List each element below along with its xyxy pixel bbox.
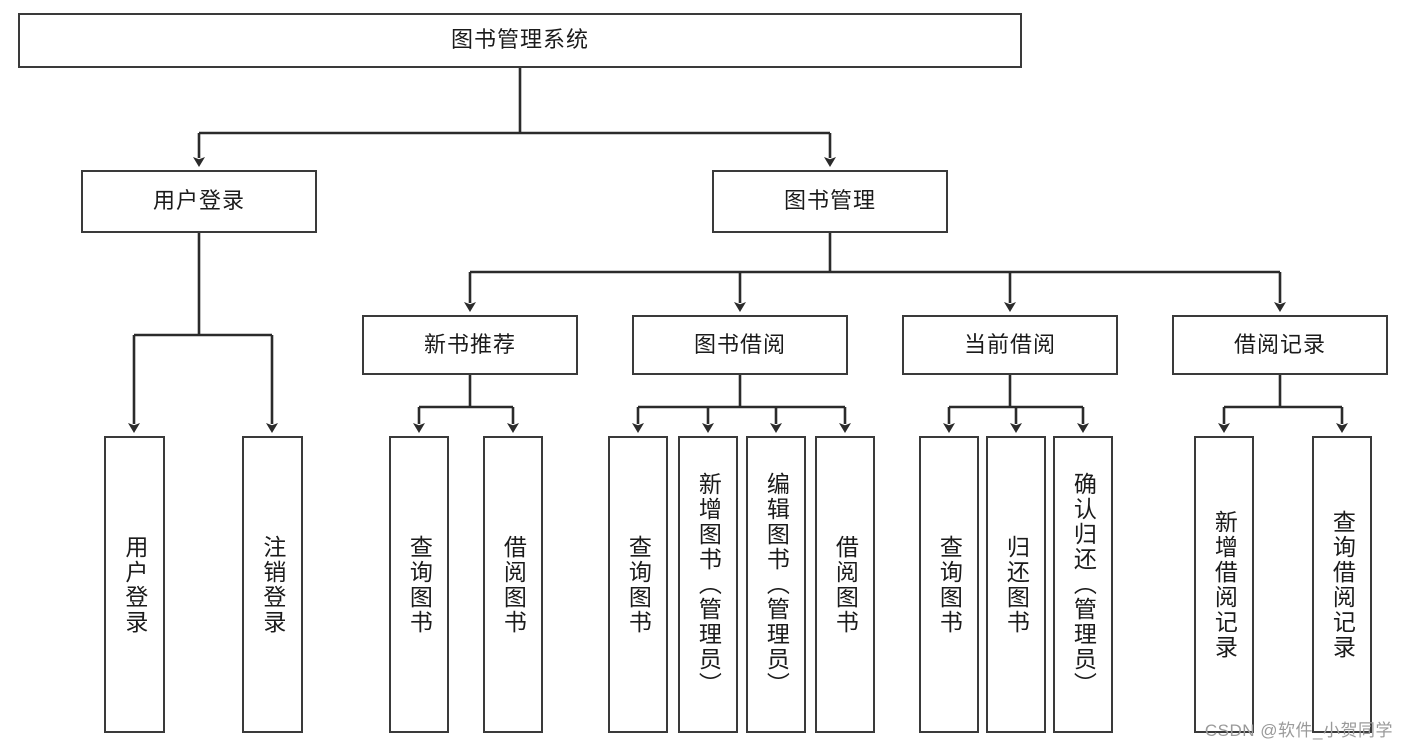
- leaf-query-book-borrow[interactable]: 查询图书: [608, 436, 668, 733]
- node-root-label: 图书管理系统: [450, 27, 589, 53]
- node-book-management[interactable]: 图书管理: [712, 170, 948, 233]
- leaf-edit-book-admin[interactable]: 编辑图书（管理员）: [746, 436, 806, 733]
- leaf-return-book-label: 归还图书: [1003, 534, 1030, 635]
- node-book-borrow[interactable]: 图书借阅: [632, 315, 848, 375]
- leaf-borrow-book[interactable]: 借阅图书: [815, 436, 875, 733]
- node-book-management-label: 图书管理: [783, 188, 876, 214]
- leaf-add-book-admin-label: 新增图书（管理员）: [695, 472, 722, 697]
- leaf-logout-label: 注销登录: [259, 534, 286, 635]
- leaf-user-login-label: 用户登录: [121, 534, 148, 635]
- leaf-query-book-current-label: 查询图书: [936, 534, 963, 635]
- leaf-query-book-current[interactable]: 查询图书: [919, 436, 979, 733]
- node-current-borrow[interactable]: 当前借阅: [902, 315, 1118, 375]
- connectors: [128, 68, 1348, 433]
- node-root[interactable]: 图书管理系统: [18, 13, 1022, 68]
- leaf-query-borrow-record[interactable]: 查询借阅记录: [1312, 436, 1372, 733]
- leaf-add-book-admin[interactable]: 新增图书（管理员）: [678, 436, 738, 733]
- leaf-borrow-book-recommend[interactable]: 借阅图书: [483, 436, 543, 733]
- leaf-user-login[interactable]: 用户登录: [104, 436, 165, 733]
- leaf-confirm-return-admin[interactable]: 确认归还（管理员）: [1053, 436, 1113, 733]
- leaf-query-borrow-record-label: 查询借阅记录: [1329, 509, 1356, 660]
- node-new-book-recommend-label: 新书推荐: [423, 331, 516, 357]
- leaf-logout[interactable]: 注销登录: [242, 436, 303, 733]
- leaf-confirm-return-admin-label: 确认归还（管理员）: [1070, 472, 1097, 697]
- node-user-login-label: 用户登录: [152, 188, 245, 214]
- node-book-borrow-label: 图书借阅: [693, 331, 786, 357]
- leaf-borrow-book-label: 借阅图书: [832, 534, 859, 635]
- node-current-borrow-label: 当前借阅: [963, 331, 1056, 357]
- leaf-return-book[interactable]: 归还图书: [986, 436, 1046, 733]
- leaf-query-book-recommend-label: 查询图书: [406, 534, 433, 635]
- leaf-query-book-recommend[interactable]: 查询图书: [389, 436, 449, 733]
- node-borrow-records[interactable]: 借阅记录: [1172, 315, 1388, 375]
- leaf-add-borrow-record-label: 新增借阅记录: [1211, 509, 1238, 660]
- node-new-book-recommend[interactable]: 新书推荐: [362, 315, 578, 375]
- leaf-add-borrow-record[interactable]: 新增借阅记录: [1194, 436, 1254, 733]
- node-user-login[interactable]: 用户登录: [81, 170, 317, 233]
- leaf-query-book-borrow-label: 查询图书: [625, 534, 652, 635]
- leaf-borrow-book-recommend-label: 借阅图书: [500, 534, 527, 635]
- node-borrow-records-label: 借阅记录: [1233, 331, 1326, 357]
- watermark: CSDN @软件_小贺同学: [1204, 721, 1393, 740]
- leaf-edit-book-admin-label: 编辑图书（管理员）: [763, 472, 790, 697]
